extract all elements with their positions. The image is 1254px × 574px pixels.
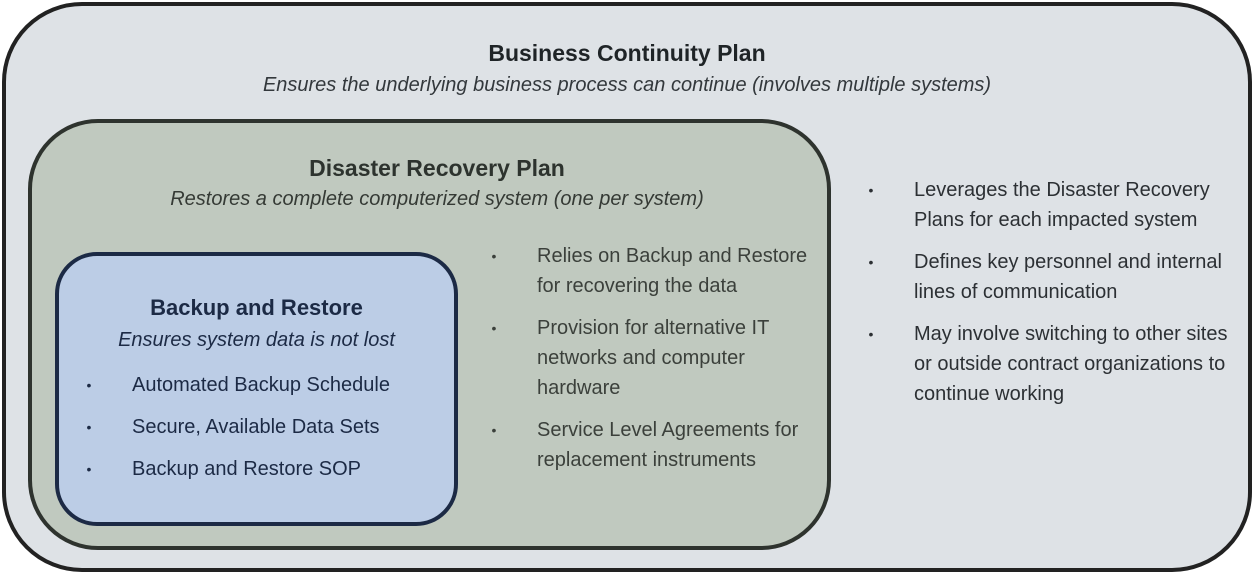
business-continuity-plan-subtitle: Ensures the underlying business process … (262, 74, 992, 96)
bullet-text: May involve switching to other sites or … (914, 323, 1228, 405)
bullet-icon: • (491, 422, 497, 438)
bullet-text: Service Level Agreements for replacement… (537, 419, 799, 471)
list-item: • Secure, Available Data Sets (84, 412, 444, 442)
bullet-text: Provision for alternative IT networks an… (537, 317, 769, 399)
bullet-icon: • (491, 320, 497, 336)
bullet-icon: • (86, 377, 92, 393)
backup-and-restore-box (55, 252, 458, 526)
backup-and-restore-title: Backup and Restore (150, 295, 363, 320)
bullet-text: Backup and Restore SOP (132, 458, 362, 480)
list-item: • Relies on Backup and Restore for recove… (489, 241, 819, 301)
business-continuity-plan-title: Business Continuity Plan (488, 40, 766, 66)
list-item: • Defines key personnel and internal line… (866, 247, 1236, 307)
business-continuity-bullet-list: • Leverages the Disaster Recovery Plans f… (866, 175, 1236, 421)
bullet-icon: • (868, 326, 874, 342)
backup-and-restore-bullet-list: • Automated Backup Schedule • Secure, Avai… (84, 370, 444, 496)
bullet-text: Relies on Backup and Restore for recover… (537, 245, 808, 297)
bullet-text: Leverages the Disaster Recovery Plans fo… (914, 179, 1210, 231)
disaster-recovery-plan-title: Disaster Recovery Plan (309, 155, 565, 181)
backup-and-restore-subtitle: Ensures system data is not lost (118, 329, 395, 351)
bullet-icon: • (868, 182, 874, 198)
list-item: • Service Level Agreements for replacemen… (489, 415, 819, 475)
bullet-text: Defines key personnel and internal lines… (914, 251, 1222, 303)
bullet-icon: • (86, 419, 92, 435)
bullet-text: Automated Backup Schedule (132, 374, 390, 396)
bullet-text: Secure, Available Data Sets (132, 416, 380, 438)
disaster-recovery-bullet-list: • Relies on Backup and Restore for recove… (489, 241, 819, 487)
list-item: • Provision for alternative IT networks a… (489, 313, 819, 403)
list-item: • Automated Backup Schedule (84, 370, 444, 400)
bullet-icon: • (491, 248, 497, 264)
bullet-icon: • (86, 461, 92, 477)
list-item: • May involve switching to other sites or… (866, 319, 1236, 409)
bullet-icon: • (868, 254, 874, 270)
disaster-recovery-plan-subtitle: Restores a complete computerized system … (170, 188, 704, 210)
list-item: • Backup and Restore SOP (84, 454, 444, 484)
list-item: • Leverages the Disaster Recovery Plans f… (866, 175, 1236, 235)
